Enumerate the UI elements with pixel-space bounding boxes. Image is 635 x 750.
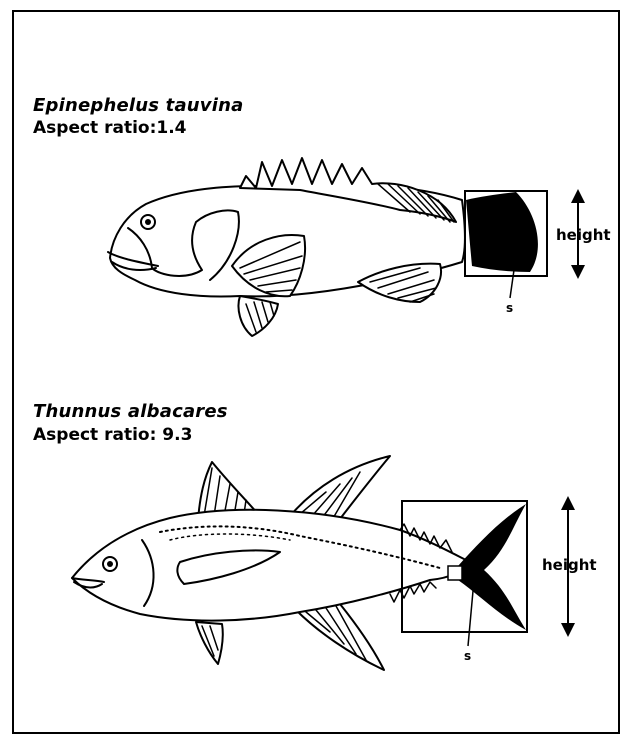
tail-fin-tuna [458,504,526,630]
caudal-peduncle-tuna [448,566,462,580]
tail-fin-grouper [466,192,538,272]
tuna-fish-icon [72,456,470,670]
s-pointer-grouper [510,270,514,298]
grouper-fish-icon [108,158,465,336]
s-pointer-tuna [468,580,474,646]
